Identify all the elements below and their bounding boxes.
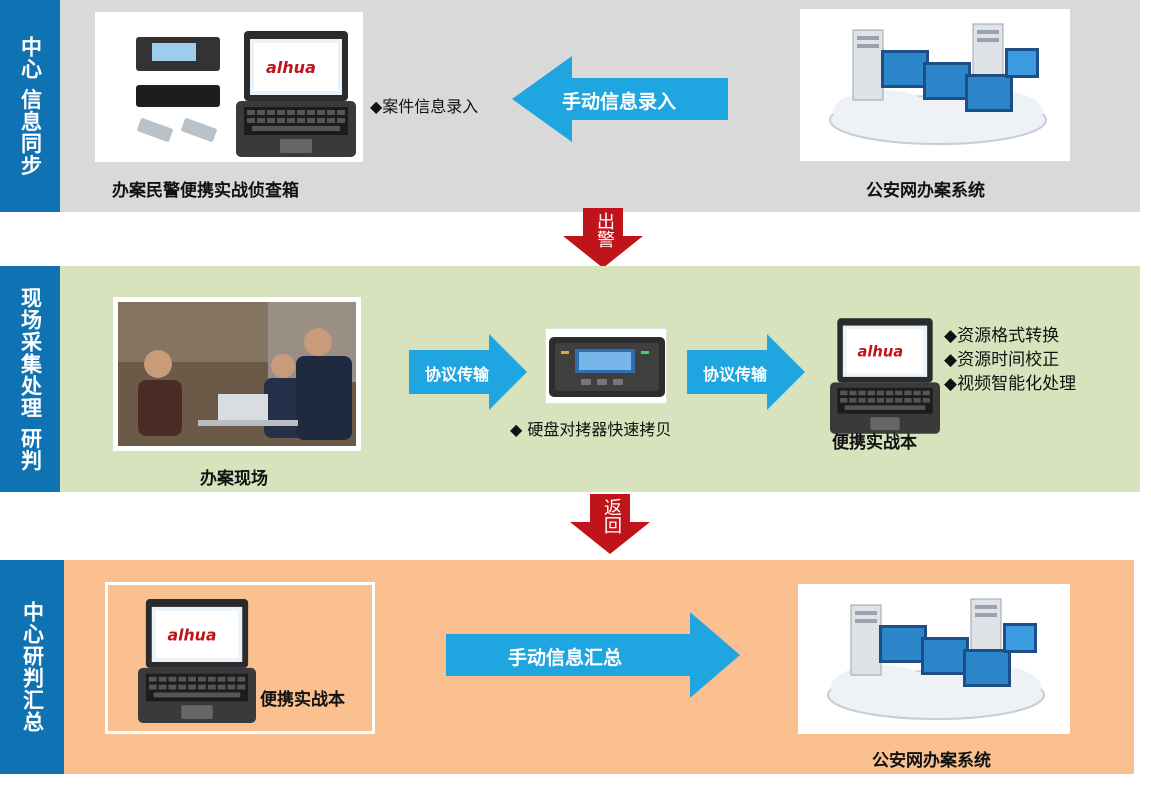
- server-cloud-icon: [821, 595, 1051, 725]
- kit-photo-frame: [95, 12, 363, 162]
- system-photo-frame: [800, 9, 1070, 161]
- return-arrow: 返回: [570, 494, 650, 554]
- entry-note: ◆案件信息录入: [370, 97, 479, 116]
- feature-format-convert: ◆资源格式转换: [944, 326, 1060, 346]
- protocol-arrow-1-label: 协议传输: [425, 365, 490, 384]
- investigation-scene-photo: [118, 302, 356, 446]
- protocol-arrow-2: 协议传输: [687, 334, 805, 410]
- manual-summary-arrow-label: 手动信息汇总: [508, 647, 623, 669]
- rugged-laptop-icon: [236, 29, 356, 159]
- rugged-laptop-icon: [830, 316, 940, 436]
- copier-photo-frame: [545, 328, 667, 404]
- case-kit-devices-icon: [136, 37, 220, 142]
- scene-caption: 办案现场: [200, 469, 268, 489]
- section-summary-tab: 中心研判汇总: [0, 560, 64, 774]
- feature-video-ai: ◆视频智能化处理: [944, 374, 1077, 394]
- protocol-arrow-2-label: 协议传输: [703, 365, 768, 384]
- return-label: 返回: [601, 498, 622, 534]
- hard-disk-copier-icon: [547, 331, 667, 401]
- system-caption: 公安网办案系统: [866, 181, 985, 201]
- laptop-caption: 便携实战本: [832, 433, 917, 453]
- summary-laptop-caption: 便携实战本: [260, 690, 345, 710]
- copier-note: ◆ 硬盘对拷器快速拷贝: [510, 420, 672, 439]
- scene-photo-frame: [113, 297, 361, 451]
- dispatch-label: 出警: [594, 212, 615, 248]
- section-sync: 中心 信息同步 办案民警便携实战侦查箱 ◆案件信息录入 手动信息录入 公安网办案…: [0, 0, 1140, 212]
- section-collect: 现场采集处理 研判 办案现场 协议传输 ◆ 硬盘对拷器快速拷贝 协议传输: [0, 266, 1140, 492]
- server-cloud-icon: [823, 20, 1053, 150]
- processing-feature-list: ◆资源格式转换 ◆资源时间校正 ◆视频智能化处理: [944, 324, 1076, 396]
- dispatch-arrow: 出警: [563, 208, 643, 268]
- manual-summary-arrow: 手动信息汇总: [446, 612, 740, 698]
- feature-time-correct: ◆资源时间校正: [944, 350, 1060, 370]
- kit-caption: 办案民警便携实战侦查箱: [112, 181, 299, 201]
- section-collect-tab: 现场采集处理 研判: [0, 266, 60, 492]
- summary-laptop-frame: 便携实战本: [105, 582, 375, 734]
- rugged-laptop-icon: [138, 597, 256, 725]
- section-summary: 中心研判汇总 便携实战本 手动信息汇总 公安网办案系统: [0, 560, 1140, 774]
- section-sync-tab: 中心 信息同步: [0, 0, 60, 212]
- summary-system-caption: 公安网办案系统: [872, 751, 991, 771]
- manual-entry-arrow: 手动信息录入: [512, 56, 728, 142]
- summary-system-frame: [798, 584, 1070, 734]
- manual-entry-arrow-label: 手动信息录入: [562, 91, 677, 113]
- protocol-arrow-1: 协议传输: [409, 334, 527, 410]
